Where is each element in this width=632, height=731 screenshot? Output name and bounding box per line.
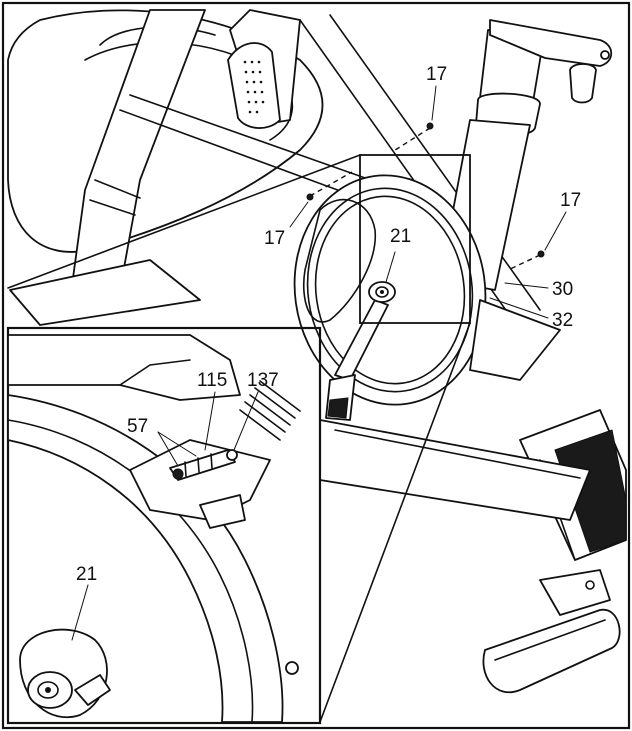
leader-21-main (385, 251, 396, 283)
inset-panel-edge (119, 359, 191, 386)
left-base (9, 259, 201, 326)
leader-17-right (544, 211, 567, 251)
zoom-line-top (7, 154, 361, 289)
inset-ring-hole (285, 661, 299, 675)
vent-grille (227, 42, 281, 129)
zoom-box (359, 154, 471, 324)
display-panel (554, 429, 627, 553)
leader-21-inset (71, 584, 89, 641)
inset-frame (6, 326, 322, 725)
sensor-bracket-tab (199, 494, 246, 529)
seat-bolt (600, 50, 610, 60)
callout-21-main: 21 (390, 226, 411, 247)
fork-band-upper (94, 179, 141, 199)
foot-pad (482, 609, 621, 693)
leader-57-b (157, 431, 197, 457)
leader-30 (504, 282, 549, 289)
crank-dark (327, 397, 349, 419)
leader-32 (489, 297, 549, 319)
cable-ribs (239, 380, 301, 441)
knob-21-inset (19, 628, 111, 719)
leader-115 (204, 391, 216, 451)
frame-bar-long-2 (329, 14, 541, 311)
leader-17-top (431, 85, 437, 121)
callout-57: 57 (127, 416, 148, 437)
seat (489, 19, 613, 67)
callout-21-inset: 21 (76, 564, 97, 585)
screw-17-left (306, 171, 353, 201)
zoom-line-bottom (319, 322, 471, 723)
bike-main-view (7, 9, 627, 693)
base-bracket-hole (585, 580, 595, 590)
callout-17-right: 17 (560, 190, 581, 211)
base-beam-top (334, 429, 581, 479)
leader-17-left (289, 201, 309, 228)
screw-17-right (507, 250, 545, 271)
wire-harness (169, 449, 238, 481)
callout-17-top: 17 (426, 64, 447, 85)
foot-pad-line (494, 619, 606, 661)
fork-band-lower (89, 199, 136, 216)
seat-knob (569, 63, 597, 104)
knob-21-main (368, 281, 396, 303)
callout-32: 32 (552, 310, 573, 331)
callout-115: 115 (197, 370, 227, 391)
screw-17-top (391, 122, 434, 153)
inset-ring-inner (7, 419, 254, 723)
callout-30: 30 (552, 279, 573, 300)
right-shroud (469, 299, 561, 381)
detail-inset (6, 326, 322, 725)
callout-137: 137 (247, 370, 279, 391)
leader-57-a (157, 431, 179, 467)
leader-137 (233, 391, 259, 451)
inset-top-panel (7, 334, 241, 401)
base-bracket (539, 569, 611, 616)
callout-17-left: 17 (264, 228, 285, 249)
